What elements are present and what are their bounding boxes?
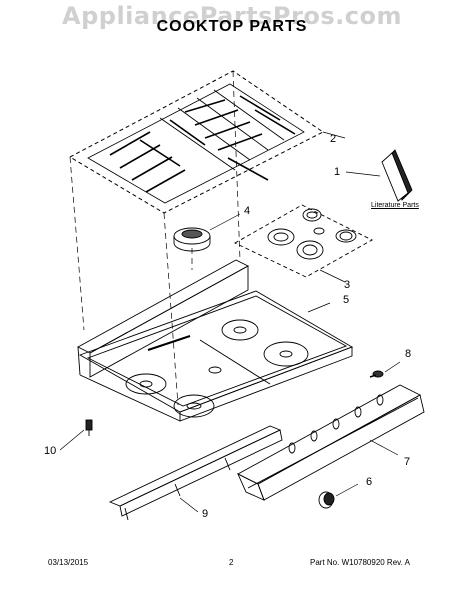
page-title: COOKTOP PARTS [156,18,308,35]
callout-10: 10 [44,445,57,457]
footer-page-number: 2 [229,558,234,567]
callout-7: 7 [404,456,411,468]
callout-8: 8 [405,348,412,360]
cooktop-part-5 [77,259,354,422]
burner-caps-part-3 [234,204,373,283]
callout-4: 4 [244,205,251,217]
screw-part-8 [369,361,401,378]
knob-part-6 [318,483,359,509]
callout-2: 2 [330,133,337,145]
callout-9: 9 [202,508,209,520]
callout-1: 1 [334,166,341,178]
watermark: AppliancePartsPros.com [62,2,402,30]
callout-5: 5 [343,294,350,306]
grates-part-2 [68,70,346,406]
manifold-cover-part-7 [237,384,425,501]
footer-date: 03/13/2015 [48,558,89,567]
literature-part-1 [345,149,413,202]
callout-6: 6 [366,476,373,488]
burner-part-4 [173,213,241,270]
callout-3: 3 [344,279,351,291]
literature-label: Literature Parts [371,202,419,209]
bracket-part-9 [108,425,283,521]
footer-part-number: Part No. W10780920 Rev. A [310,558,410,567]
foot-part-10 [59,419,93,451]
